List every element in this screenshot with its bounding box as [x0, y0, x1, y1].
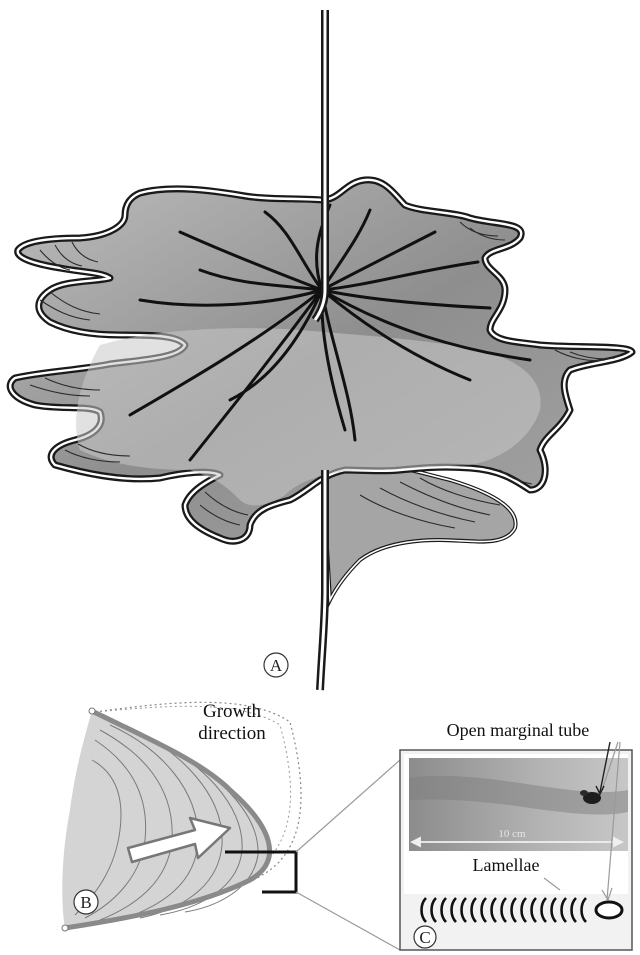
growth-label-line2: direction [198, 723, 266, 744]
field-photograph: 10 cm [409, 758, 628, 851]
growth-label-line1: Growth [203, 701, 262, 722]
marginal-tube-section [596, 902, 622, 918]
panel-b-label: B [74, 890, 98, 914]
panel-c-label: C [414, 926, 436, 948]
panel-a-label: A [264, 653, 288, 677]
panel-c-photo-and-schematic: 10 cm Open marginal tube Lamellae [400, 720, 632, 950]
zoom-connectors [296, 760, 400, 950]
panel-a-zoophycos-reconstruction: A [10, 10, 632, 690]
lower-spreite-lobe [322, 460, 516, 600]
open-marginal-tube-label: Open marginal tube [447, 720, 590, 740]
svg-text:A: A [270, 656, 283, 675]
scale-label: 10 cm [498, 828, 526, 840]
lamellae-label: Lamellae [473, 855, 540, 875]
svg-text:B: B [80, 893, 91, 912]
svg-text:C: C [419, 928, 430, 947]
panel-b-growth-diagram: Growth direction B [62, 701, 301, 931]
